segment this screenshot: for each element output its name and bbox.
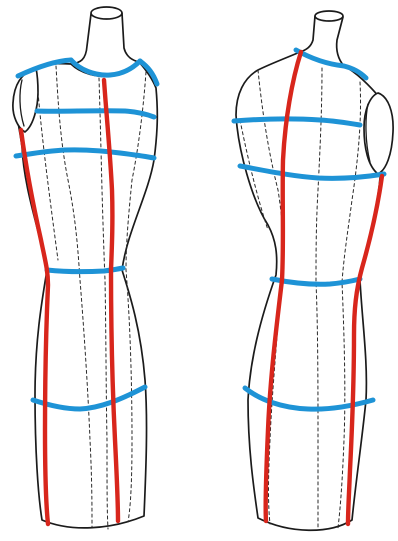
back-neck-top — [315, 11, 343, 21]
front-body — [15, 62, 157, 528]
front-neck-top — [91, 7, 122, 19]
front-dress-form — [13, 7, 157, 529]
back-dress-form — [234, 11, 393, 530]
